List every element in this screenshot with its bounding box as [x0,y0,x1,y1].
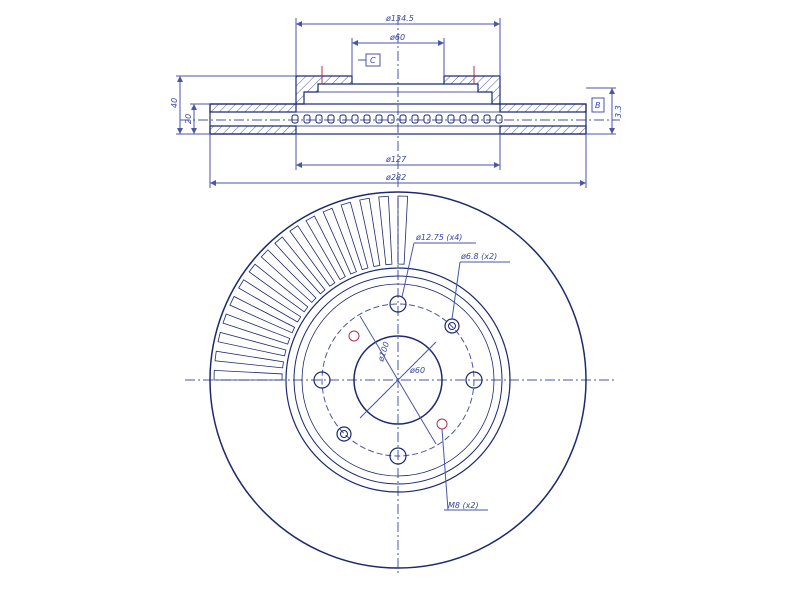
dim-inner-label: ø127 [385,155,407,164]
vent-hole [423,114,431,124]
friction-inner-edge [285,267,511,493]
vent-fin [214,350,284,369]
vent-hole [435,114,443,124]
side-section-view: ø134.5 ø60 C 40 20 B 3.3 ø127 [170,14,623,190]
vent-fin [359,197,381,267]
callout-threads-leader [441,428,449,511]
vent-fin [217,331,287,357]
dim-center-bore-label: ø60 [409,366,425,375]
ring-bottom-right [499,125,587,135]
vent-hole [411,114,419,124]
callout-holes-label: ø12.75 (x4) [415,233,462,242]
vent-fin [322,207,357,275]
center-bore [353,335,443,425]
pcd-circle [321,303,475,457]
lug-hole-bottom [389,447,407,465]
vent-fins [213,195,409,381]
dim-outer-hat-label: ø134.5 [385,14,414,23]
vent-hole [327,114,335,124]
callout-pins-leader [451,261,461,320]
dim-overall-label: ø282 [385,173,406,182]
vent-hole [483,114,491,124]
ring-top-left [209,103,297,113]
ring-top-right [499,103,587,113]
vent-fin [397,195,409,265]
ring-outline [209,103,587,135]
vent-fin [222,313,291,345]
disc-outer-edge [209,191,587,569]
datum-b-label: B [595,101,601,110]
vent-fin [229,295,296,334]
callout-holes-leader [401,242,415,298]
vent-hole [339,114,347,124]
bore-diameter-line [359,341,437,419]
dim-bore-top-label: ø60 [389,33,405,42]
vent-fin [260,249,317,303]
vent-hole [375,114,383,124]
thread-hole-lower-right [436,418,448,430]
hat-section-right [443,75,501,105]
vent-hole [471,114,479,124]
lug-hole-left [313,371,331,389]
hat-step [301,283,495,477]
pin-hole-lower-left-inner [340,430,348,438]
lug-hole-right [465,371,483,389]
vent-hole [315,114,323,124]
vent-hole [399,114,407,124]
vent-holes [291,114,503,124]
ring-bottom-left [209,125,297,135]
vent-fin [274,236,326,295]
vent-hole [387,114,395,124]
hat-outer-edge [293,275,503,485]
dim-thickness-label: 20 [184,114,193,124]
vent-fin [248,263,309,313]
vent-hole [303,114,311,124]
pin-hole-upper-right-inner [448,322,456,330]
hat-section-left [295,75,353,105]
datum-box-b [591,97,605,113]
dim-height-label: 40 [170,98,179,108]
vent-hole [351,114,359,124]
vent-fin [305,215,346,281]
vent-fin [378,195,393,266]
vent-hole [447,114,455,124]
callout-threads-label: M8 (x2) [448,501,479,510]
vent-hole [459,114,467,124]
vent-hole [363,114,371,124]
pin-hole-lower-left [336,426,352,442]
vent-fin [213,369,283,381]
lug-hole-top [389,295,407,313]
vent-hole [495,114,503,124]
vent-fin [340,201,369,271]
vent-fin [289,225,336,287]
vent-fin [238,279,302,323]
callout-pins-label: ø6.8 (x2) [460,252,497,261]
front-view: ø100 ø60 ø12.75 (x4) ø6.8 (x2) M8 (x2) [185,191,615,575]
datum-c-label: C [370,56,376,65]
vent-hole [291,114,299,124]
thread-hole-upper-left [348,330,360,342]
dim-right-label: 3.3 [614,105,623,118]
dim-pcd-label: ø100 [376,341,391,364]
